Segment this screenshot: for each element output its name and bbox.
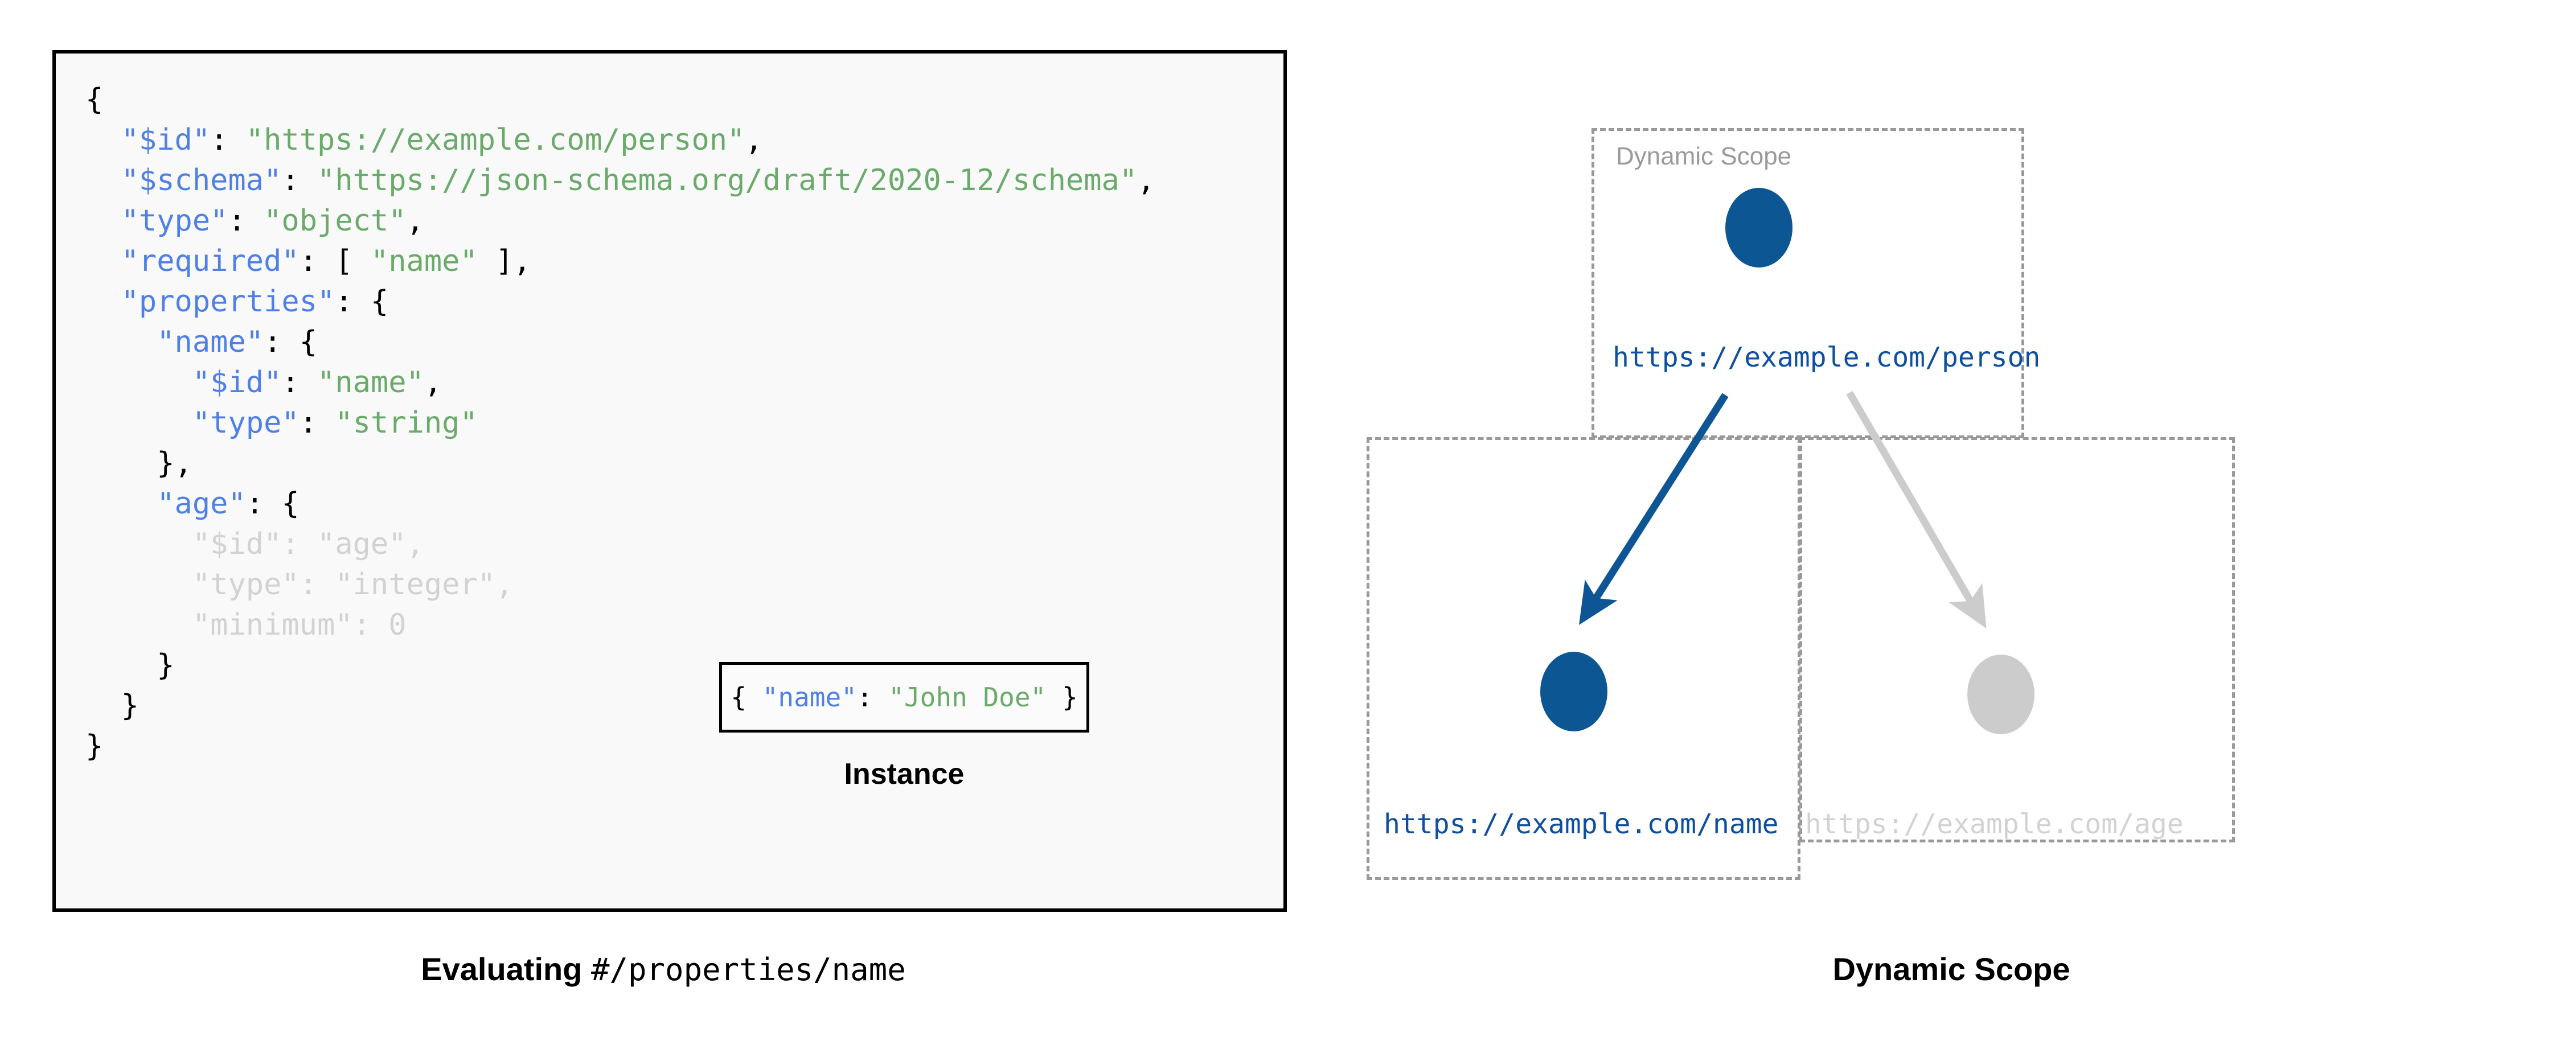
code-token: "age"	[157, 487, 246, 521]
code-token: "$schema"	[121, 163, 282, 198]
code-token	[85, 163, 121, 198]
code-token: "integer"	[335, 567, 496, 602]
code-token: "John Doe"	[888, 682, 1047, 713]
code-token	[85, 204, 121, 238]
code-token: :	[281, 527, 318, 561]
code-token: }	[85, 648, 175, 682]
code-token: :	[299, 567, 335, 602]
node-label-person: https://example.com/person	[1613, 342, 2041, 373]
code-line: "type": "string"	[85, 406, 478, 440]
code-token: "https://json-schema.org/draft/2020-12/s…	[317, 163, 1138, 198]
code-token: {	[85, 83, 104, 117]
code-token: ,	[424, 365, 442, 400]
code-token: ,	[406, 204, 424, 238]
code-line: "minimum": 0	[85, 608, 407, 642]
code-line: }	[85, 689, 139, 723]
node-circle-name	[1540, 652, 1607, 731]
node-circle-age	[1967, 655, 2034, 734]
code-line: "$schema": "https://json-schema.org/draf…	[85, 163, 1155, 198]
code-token: "required"	[121, 244, 300, 278]
code-token: :	[856, 682, 889, 713]
code-token	[85, 406, 192, 440]
code-token: : {	[264, 325, 317, 359]
code-token	[85, 285, 121, 319]
code-token: "name"	[317, 365, 424, 400]
code-token: },	[85, 446, 192, 480]
code-line: },	[85, 446, 192, 480]
code-token: "name"	[762, 682, 857, 713]
instance-code-text: { "name": "John Doe" }	[731, 682, 1077, 713]
code-line: }	[85, 729, 103, 763]
code-token: "object"	[264, 204, 407, 238]
code-token: :	[228, 204, 264, 238]
code-token: "string"	[335, 406, 478, 440]
code-token: :	[299, 406, 335, 440]
code-token: "https://example.com/person"	[245, 123, 745, 157]
code-line: "$id": "name",	[85, 365, 442, 400]
code-token: }	[85, 689, 139, 723]
code-line: "type": "integer",	[85, 567, 514, 602]
code-token: "properties"	[121, 285, 335, 319]
code-token: "type"	[192, 406, 300, 440]
code-token	[85, 123, 121, 157]
code-token: "type"	[192, 567, 300, 602]
code-token	[85, 567, 192, 602]
code-line: "name": {	[85, 325, 317, 359]
code-token: "name"	[370, 244, 478, 278]
schema-code-text: { "$id": "https://example.com/person", "…	[85, 80, 1155, 767]
instance-box: { "name": "John Doe" }	[719, 662, 1089, 733]
code-line: "properties": {	[85, 285, 389, 319]
code-token: :	[281, 365, 318, 400]
code-token: ,	[1137, 163, 1155, 198]
code-token: "$id"	[192, 365, 282, 400]
code-line: {	[85, 83, 103, 117]
code-token: "$id"	[192, 527, 282, 561]
code-line: "age": {	[85, 487, 300, 521]
code-token	[85, 527, 192, 561]
code-token	[85, 608, 192, 642]
code-token: ],	[477, 244, 531, 278]
schema-code-box: { "$id": "https://example.com/person", "…	[52, 50, 1287, 912]
code-token: ,	[745, 123, 763, 157]
code-token	[85, 244, 121, 278]
code-line: "required": [ "name" ],	[85, 244, 531, 278]
code-line: "$id": "https://example.com/person",	[85, 123, 763, 157]
code-token: : {	[335, 285, 389, 319]
code-token: {	[731, 682, 762, 713]
code-token: :	[210, 123, 246, 157]
evaluating-caption-path: #/properties/name	[591, 952, 906, 988]
code-token: ,	[406, 527, 424, 561]
code-line: "type": "object",	[85, 204, 424, 238]
code-token: "minimum"	[192, 608, 353, 642]
code-token: : {	[245, 487, 300, 521]
evaluating-caption: Evaluating #/properties/name	[0, 951, 1327, 988]
instance-caption: Instance	[844, 758, 965, 791]
scope-box-root	[1591, 128, 2024, 438]
scope-box-age	[1799, 437, 2235, 842]
code-token: }	[85, 729, 104, 763]
code-token: : [	[299, 244, 371, 278]
code-token: "$id"	[121, 123, 211, 157]
evaluating-caption-bold: Evaluating	[421, 951, 592, 987]
code-token: :	[281, 163, 318, 198]
node-circle-person	[1725, 188, 1792, 268]
node-label-age: https://example.com/age	[1805, 808, 2184, 840]
code-token: "type"	[121, 204, 228, 238]
code-token: "name"	[157, 325, 264, 359]
code-token: }	[1046, 682, 1078, 713]
code-token	[85, 325, 157, 359]
code-line: "$id": "age",	[85, 527, 424, 561]
scope-root-label: Dynamic Scope	[1616, 142, 1792, 170]
dynamic-scope-panel: Dynamic Scope https://example.com/person…	[1327, 0, 2576, 1053]
schema-panel: { "$id": "https://example.com/person", "…	[0, 50, 1327, 988]
code-token: : 0	[352, 608, 407, 642]
node-label-name: https://example.com/name	[1384, 808, 1779, 840]
code-token	[85, 487, 157, 521]
dynamic-scope-caption: Dynamic Scope	[1832, 951, 2070, 987]
code-line: }	[85, 648, 175, 682]
code-token: ,	[495, 567, 514, 602]
code-token: "age"	[317, 527, 407, 561]
code-token	[85, 365, 192, 400]
